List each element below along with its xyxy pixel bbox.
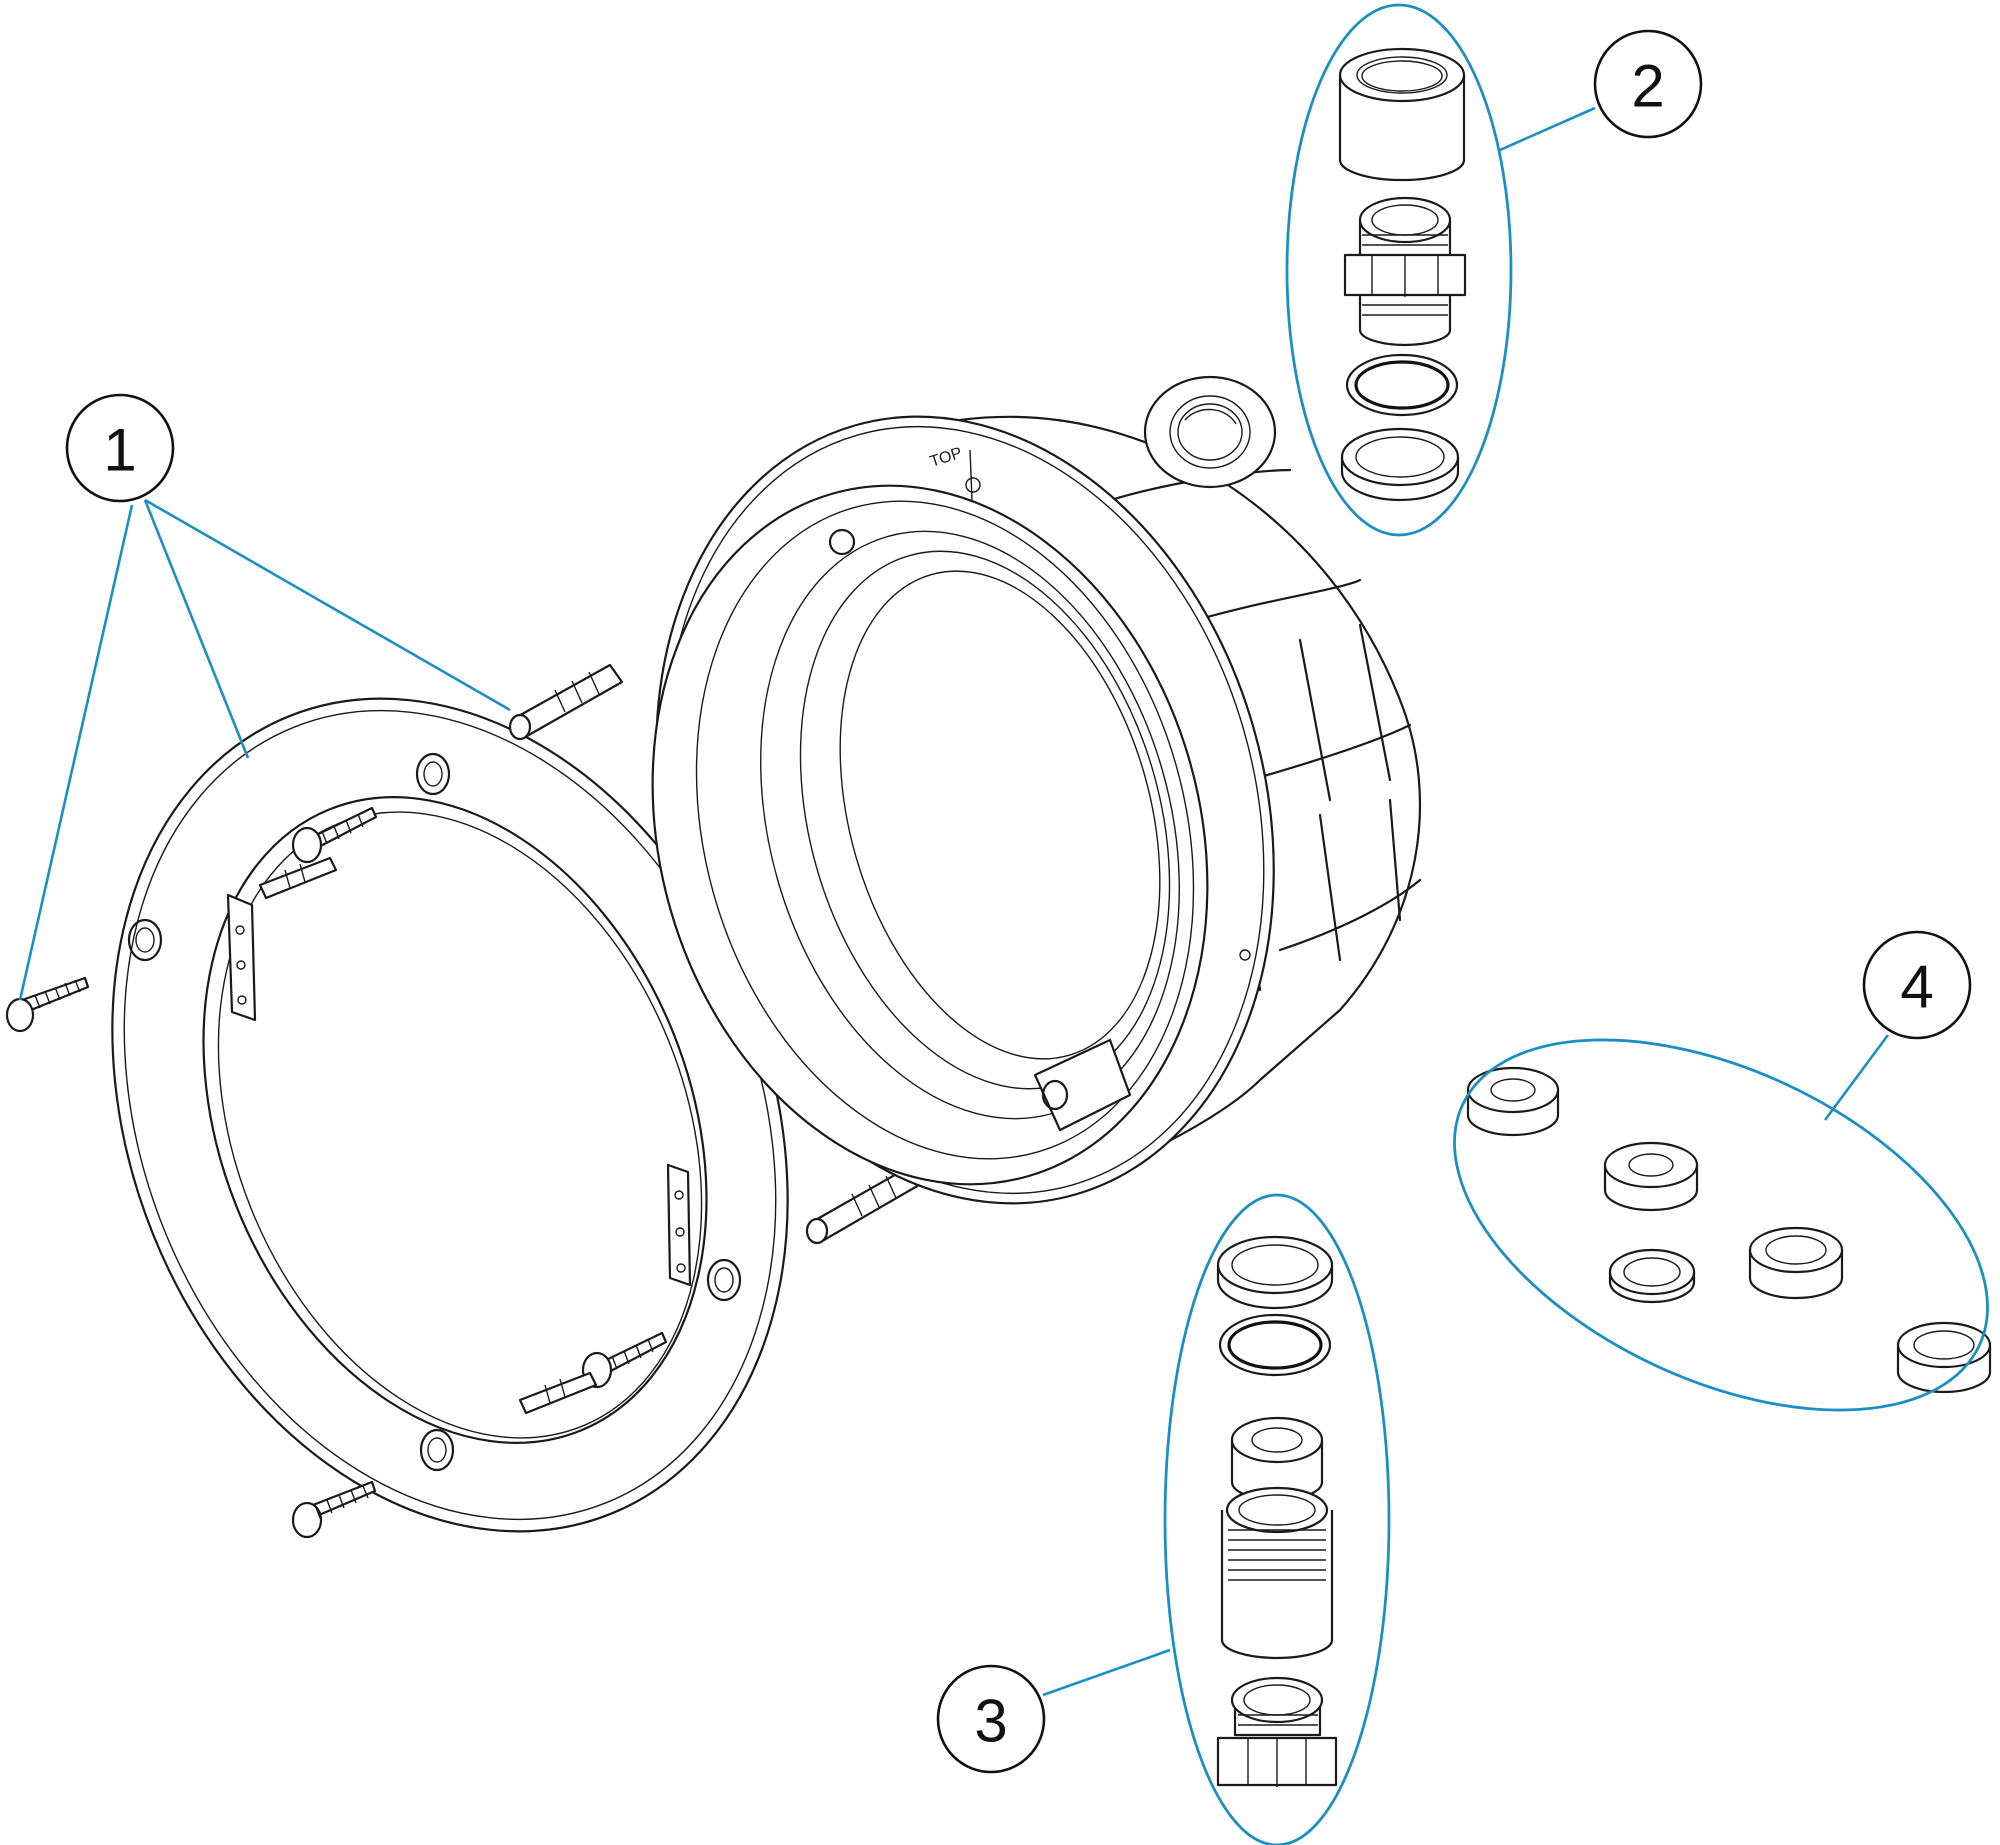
housing-lower-tab xyxy=(1033,1038,1132,1132)
screw xyxy=(291,1480,377,1539)
o-ring xyxy=(1345,353,1459,417)
threaded-coupling xyxy=(1338,47,1466,182)
flat-washer xyxy=(1608,1248,1696,1304)
group-2-parts xyxy=(1338,47,1467,502)
flat-gasket xyxy=(1340,427,1460,502)
front-ring xyxy=(111,697,789,1533)
o-ring xyxy=(1218,1313,1332,1377)
seal-washer xyxy=(1603,1141,1699,1212)
callout-2: 2 xyxy=(1593,29,1703,139)
ring-mounting-hole xyxy=(419,1428,455,1472)
seal-washer xyxy=(1896,1321,1992,1394)
wall-plug xyxy=(258,856,338,900)
group-3-parts xyxy=(1216,1235,1338,1787)
flat-gasket xyxy=(1216,1235,1334,1310)
reducer-bushing xyxy=(1230,1416,1324,1502)
callout-4-leader xyxy=(1823,1034,1890,1121)
wall-plug xyxy=(518,1371,598,1415)
group-4-oval xyxy=(1453,1038,1989,1412)
callout-3-label: 3 xyxy=(974,1688,1007,1755)
housing-threaded-boss xyxy=(1143,375,1277,489)
screw xyxy=(291,806,378,864)
group-4-parts xyxy=(1466,1066,1992,1394)
ring-mounting-hole xyxy=(706,1258,742,1302)
threaded-nipple xyxy=(1220,1486,1334,1660)
callout-2-label: 2 xyxy=(1631,53,1664,120)
hex-nipple xyxy=(1216,1676,1338,1787)
seal-washer xyxy=(1466,1066,1560,1137)
ring-mounting-hole xyxy=(127,918,163,962)
seal-washer xyxy=(1748,1226,1844,1300)
hex-adapter xyxy=(1343,196,1467,347)
group-2-oval xyxy=(1285,3,1513,537)
niche-housing: TOP xyxy=(651,375,1422,1205)
callout-1-leader xyxy=(144,498,511,712)
callout-4: 4 xyxy=(1862,930,1972,1040)
callout-3-leader xyxy=(1042,1648,1171,1697)
ring-clip-left xyxy=(226,893,257,1022)
wall-plug xyxy=(508,663,624,741)
callout-1-leader xyxy=(143,499,250,759)
callout-2-leader xyxy=(1499,106,1596,152)
callout-1-label: 1 xyxy=(103,417,136,484)
housing-upper-tab xyxy=(828,528,856,556)
group-3-oval xyxy=(1163,1193,1391,1845)
wall-plug xyxy=(805,1166,921,1245)
screw xyxy=(5,976,90,1033)
ring-clip-right xyxy=(666,1163,692,1287)
callout-4-label: 4 xyxy=(1900,954,1933,1021)
callout-annotations xyxy=(18,3,1989,1845)
callout-1: 1 xyxy=(65,393,175,503)
callout-3: 3 xyxy=(936,1664,1046,1774)
callout-1-leader xyxy=(18,504,134,1001)
ring-mounting-hole xyxy=(415,752,451,796)
